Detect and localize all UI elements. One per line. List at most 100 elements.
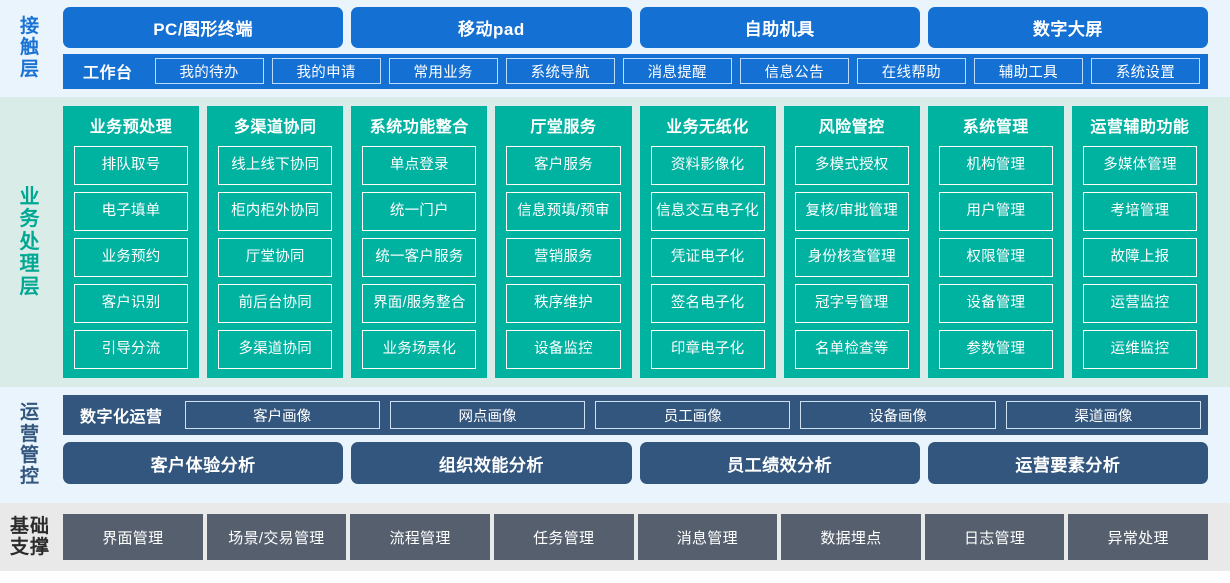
- business-item-list: 多模式授权 复核/审批管理 身份核查管理 冠字号管理 名单检查等: [794, 146, 909, 369]
- layer-label-touch-text: 接触层: [19, 16, 40, 80]
- business-item-identity-verification[interactable]: 身份核查管理: [794, 238, 909, 277]
- business-item-customer-identify[interactable]: 客户识别: [74, 284, 189, 323]
- layer-label-operations: 运营管控: [0, 395, 60, 495]
- layer-foundation-body: 界面管理 场景/交易管理 流程管理 任务管理 消息管理 数据埋点 日志管理 异常…: [60, 514, 1230, 560]
- business-item-marketing-service[interactable]: 营销服务: [506, 238, 621, 277]
- nav-item-system-navigation[interactable]: 系统导航: [505, 58, 615, 85]
- business-item-multimode-authorization[interactable]: 多模式授权: [794, 146, 909, 185]
- channel-button-self-service[interactable]: 自助机具: [639, 7, 920, 48]
- business-item-queue-number[interactable]: 排队取号: [74, 146, 189, 185]
- business-item-multimedia-management[interactable]: 多媒体管理: [1082, 146, 1197, 185]
- layer-business: 业务处理层 业务预处理 排队取号 电子填单 业务预约 客户识别 引导分流 多渠道…: [0, 97, 1230, 387]
- business-item-document-imaging[interactable]: 资料影像化: [650, 146, 765, 185]
- business-column-preprocess: 业务预处理 排队取号 电子填单 业务预约 客户识别 引导分流: [63, 106, 200, 378]
- business-item-fault-report[interactable]: 故障上报: [1082, 238, 1197, 277]
- layer-business-body: 业务预处理 排队取号 电子填单 业务预约 客户识别 引导分流 多渠道协同 线上线…: [60, 106, 1230, 378]
- layer-label-business-text: 业务处理层: [19, 186, 41, 298]
- business-item-e-form[interactable]: 电子填单: [74, 192, 189, 231]
- business-item-user-management[interactable]: 用户管理: [938, 192, 1053, 231]
- business-item-online-offline-collab[interactable]: 线上线下协同: [218, 146, 333, 185]
- business-item-front-back-collab[interactable]: 前后台协同: [218, 284, 333, 323]
- business-item-list: 资料影像化 信息交互电子化 凭证电子化 签名电子化 印章电子化: [650, 146, 765, 369]
- business-item-unified-customer-service[interactable]: 统一客户服务: [362, 238, 477, 277]
- analysis-organizational-efficiency[interactable]: 组织效能分析: [351, 442, 632, 484]
- business-item-guide-diversion[interactable]: 引导分流: [74, 330, 189, 369]
- business-column-title: 厅堂服务: [530, 119, 597, 136]
- foundation-item-message-management[interactable]: 消息管理: [637, 514, 778, 560]
- business-item-voucher-electronic[interactable]: 凭证电子化: [650, 238, 765, 277]
- business-item-list: 机构管理 用户管理 权限管理 设备管理 参数管理: [938, 146, 1053, 369]
- foundation-item-row: 界面管理 场景/交易管理 流程管理 任务管理 消息管理 数据埋点 日志管理 异常…: [63, 514, 1208, 560]
- foundation-item-log-management[interactable]: 日志管理: [924, 514, 1065, 560]
- business-item-info-prefill-preaudit[interactable]: 信息预填/预审: [506, 192, 621, 231]
- business-item-parameter-management[interactable]: 参数管理: [938, 330, 1053, 369]
- business-item-permission-management[interactable]: 权限管理: [938, 238, 1053, 277]
- layer-foundation: 基础支撑 界面管理 场景/交易管理 流程管理 任务管理 消息管理 数据埋点 日志…: [0, 503, 1230, 571]
- business-item-seal-electronic[interactable]: 印章电子化: [650, 330, 765, 369]
- workbench-nav-bar: 工作台 我的待办 我的申请 常用业务 系统导航 消息提醒 信息公告 在线帮助 辅…: [63, 53, 1208, 89]
- business-item-org-management[interactable]: 机构管理: [938, 146, 1053, 185]
- nav-item-system-settings[interactable]: 系统设置: [1090, 58, 1200, 85]
- business-item-appointment[interactable]: 业务预约: [74, 238, 189, 277]
- business-item-device-monitoring[interactable]: 设备监控: [506, 330, 621, 369]
- business-item-unified-portal[interactable]: 统一门户: [362, 192, 477, 231]
- analysis-operation-elements[interactable]: 运营要素分析: [927, 442, 1208, 484]
- business-column-paperless: 业务无纸化 资料影像化 信息交互电子化 凭证电子化 签名电子化 印章电子化: [639, 106, 776, 378]
- business-item-list: 单点登录 统一门户 统一客户服务 界面/服务整合 业务场景化: [362, 146, 477, 369]
- channel-row: PC/图形终端 移动pad 自助机具 数字大屏: [60, 7, 1230, 48]
- channel-button-mobile-pad[interactable]: 移动pad: [351, 7, 632, 48]
- business-item-ui-service-integration[interactable]: 界面/服务整合: [362, 284, 477, 323]
- business-item-order-maintenance[interactable]: 秩序维护: [506, 284, 621, 323]
- nav-item-message-reminder[interactable]: 消息提醒: [622, 58, 732, 85]
- business-item-list-check[interactable]: 名单检查等: [794, 330, 909, 369]
- business-column-title: 系统功能整合: [369, 119, 469, 136]
- business-item-review-approval[interactable]: 复核/审批管理: [794, 192, 909, 231]
- portrait-channel[interactable]: 渠道画像: [1005, 401, 1201, 429]
- layer-operations: 运营管控 数字化运营 客户画像 网点画像 员工画像 设备画像 渠道画像 客户体验…: [0, 387, 1230, 503]
- nav-item-info-announcement[interactable]: 信息公告: [739, 58, 849, 85]
- business-item-signature-electronic[interactable]: 签名电子化: [650, 284, 765, 323]
- business-item-operation-monitoring[interactable]: 运营监控: [1082, 284, 1197, 323]
- layer-touch-body: PC/图形终端 移动pad 自助机具 数字大屏 工作台 我的待办 我的申请 常用…: [60, 7, 1230, 89]
- business-column-system-management: 系统管理 机构管理 用户管理 权限管理 设备管理 参数管理: [927, 106, 1064, 378]
- business-column-title: 多渠道协同: [233, 119, 317, 136]
- nav-item-online-help[interactable]: 在线帮助: [856, 58, 966, 85]
- portrait-employee[interactable]: 员工画像: [595, 401, 791, 429]
- foundation-item-ui-management[interactable]: 界面管理: [63, 514, 203, 560]
- business-item-multichannel-collab[interactable]: 多渠道协同: [218, 330, 333, 369]
- business-item-lobby-collab[interactable]: 厅堂协同: [218, 238, 333, 277]
- foundation-item-task-management[interactable]: 任务管理: [493, 514, 634, 560]
- business-column-lobby-service: 厅堂服务 客户服务 信息预填/预审 营销服务 秩序维护 设备监控: [495, 106, 632, 378]
- business-item-maintenance-monitoring[interactable]: 运维监控: [1082, 330, 1197, 369]
- business-item-serial-number-mgmt[interactable]: 冠字号管理: [794, 284, 909, 323]
- foundation-item-exception-handling[interactable]: 异常处理: [1068, 514, 1208, 560]
- nav-item-my-application[interactable]: 我的申请: [271, 58, 381, 85]
- business-item-training-management[interactable]: 考培管理: [1082, 192, 1197, 231]
- portrait-customer[interactable]: 客户画像: [184, 401, 380, 429]
- business-column-ops-support: 运营辅助功能 多媒体管理 考培管理 故障上报 运营监控 运维监控: [1071, 106, 1208, 378]
- business-item-business-scenario[interactable]: 业务场景化: [362, 330, 477, 369]
- nav-item-common-business[interactable]: 常用业务: [388, 58, 498, 85]
- layer-label-touch: 接触层: [0, 7, 60, 89]
- channel-button-pc[interactable]: PC/图形终端: [63, 7, 344, 48]
- business-column-system-integration: 系统功能整合 单点登录 统一门户 统一客户服务 界面/服务整合 业务场景化: [351, 106, 488, 378]
- nav-item-my-todo[interactable]: 我的待办: [154, 58, 264, 85]
- layer-label-operations-text: 运营管控: [19, 402, 40, 488]
- analysis-employee-performance[interactable]: 员工绩效分析: [639, 442, 920, 484]
- business-item-info-exchange-electronic[interactable]: 信息交互电子化: [650, 192, 765, 231]
- business-column-title: 风险管控: [818, 119, 885, 136]
- channel-button-digital-screen[interactable]: 数字大屏: [927, 7, 1208, 48]
- portrait-device[interactable]: 设备画像: [800, 401, 996, 429]
- business-item-counter-collab[interactable]: 柜内柜外协同: [218, 192, 333, 231]
- business-item-single-sign-on[interactable]: 单点登录: [362, 146, 477, 185]
- business-item-device-management[interactable]: 设备管理: [938, 284, 1053, 323]
- foundation-item-scenario-transaction-management[interactable]: 场景/交易管理: [206, 514, 347, 560]
- business-item-customer-service[interactable]: 客户服务: [506, 146, 621, 185]
- foundation-item-data-tracking[interactable]: 数据埋点: [781, 514, 921, 560]
- analysis-customer-experience[interactable]: 客户体验分析: [63, 442, 344, 484]
- nav-item-auxiliary-tools[interactable]: 辅助工具: [973, 58, 1083, 85]
- portrait-branch[interactable]: 网点画像: [389, 401, 586, 429]
- foundation-item-process-management[interactable]: 流程管理: [350, 514, 490, 560]
- layer-label-foundation: 基础支撑: [0, 516, 60, 559]
